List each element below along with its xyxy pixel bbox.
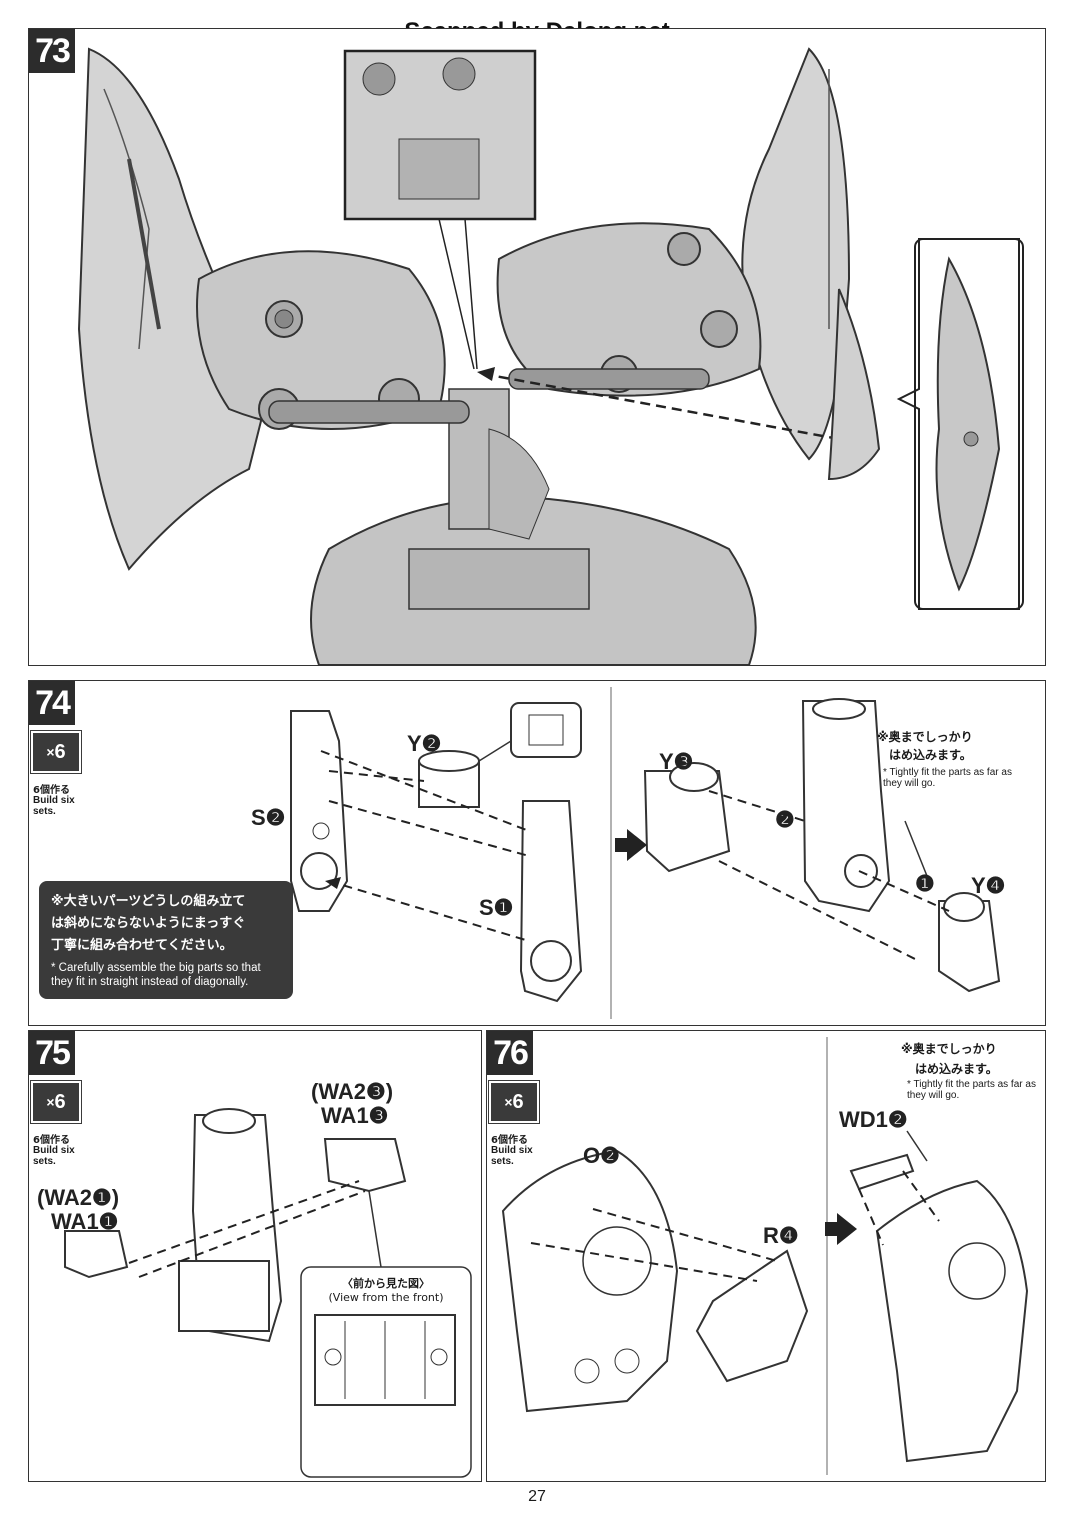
part-label-y4: Y❹ [971, 873, 1006, 898]
step-74-note-jp-2: はめ込みます。 [889, 748, 972, 762]
multiplier-prefix: × [46, 744, 55, 760]
part-label-wa2-1: (WA2❶) [37, 1185, 120, 1210]
step-75-panel: 75 ×6 6個作る Build six sets. (WA2❸) WA1❸ (… [28, 1030, 482, 1482]
step-76-illustration [501, 1037, 1029, 1475]
part-label-o2: O❷ [583, 1143, 620, 1168]
multiplier-value: 6 [54, 741, 66, 763]
multiplier-prefix: × [504, 1094, 513, 1110]
step-76-count-jp: 6個作る [491, 1135, 528, 1146]
part-label-s1: S❶ [479, 895, 514, 920]
page-number: 27 [528, 1488, 546, 1505]
order-label-2: ❷ [775, 807, 795, 832]
step-76-note-jp-1: ※奥までしっかり [901, 1042, 997, 1056]
step-74-note-jp-1: ※奥までしっかり [877, 730, 973, 744]
assembly-caution-box: ※大きいパーツどうしの組み立て は斜めにならないようにまっすぐ 丁寧に組み合わせ… [39, 881, 293, 999]
next-arrow-icon [837, 1213, 857, 1245]
step-76-note-jp-2: はめ込みます。 [915, 1062, 998, 1076]
step-75-count-en: Build six sets. [33, 1145, 75, 1167]
part-label-wa1-3: WA1❸ [321, 1103, 389, 1128]
step-76-note-en: * Tightly fit the parts as far as they w… [907, 1079, 1036, 1101]
step-74-illustration [290, 687, 1001, 1019]
step-76-panel: 76 ×6 6個作る Build six sets. O❷ R❹ WD1❷ ※奥… [486, 1030, 1046, 1482]
step-74-multiplier: ×6 [30, 730, 82, 774]
next-arrow-icon [627, 829, 647, 861]
step-73-panel: 73 [28, 28, 1046, 666]
caution-jp-line-1: ※大きいパーツどうしの組み立て [51, 894, 246, 909]
multiplier-prefix: × [46, 1094, 55, 1110]
step-74-count-en: Build six sets. [33, 795, 75, 817]
caution-en: * Carefully assemble the big parts so th… [51, 962, 261, 988]
step-76-number: 76 [487, 1031, 533, 1075]
step-76-count-en: Build six sets. [491, 1145, 533, 1167]
step-74-note-en: * Tightly fit the parts as far as they w… [883, 767, 1012, 789]
step-75-multiplier: ×6 [30, 1080, 82, 1124]
front-view-label-en: (View from the front) [328, 1291, 444, 1304]
part-label-r4: R❹ [763, 1223, 799, 1248]
step-76-multiplier: ×6 [488, 1080, 540, 1124]
step-73-illustration [77, 47, 1024, 665]
multiplier-value: 6 [512, 1091, 524, 1113]
part-label-wa1-1: WA1❶ [51, 1209, 119, 1234]
part-label-y2: Y❷ [407, 731, 442, 756]
part-label-wd1-2: WD1❷ [839, 1107, 908, 1132]
step-75-number: 75 [29, 1031, 75, 1075]
caution-jp-line-3: 丁寧に組み合わせてください。 [51, 938, 233, 953]
step-75-illustration [64, 1108, 472, 1478]
part-label-wa2-3: (WA2❸) [311, 1079, 394, 1104]
next-arrow-stem [825, 1222, 837, 1236]
multiplier-value: 6 [54, 1091, 66, 1113]
step-74-count-jp: 6個作る [33, 785, 70, 796]
step-74-number: 74 [29, 681, 75, 725]
caution-jp-line-2: は斜めにならないようにまっすぐ [51, 916, 246, 931]
part-label-y3: Y❸ [659, 749, 694, 774]
step-73-number: 73 [29, 29, 75, 73]
part-label-s2: S❷ [251, 805, 286, 830]
step-75-count-jp: 6個作る [33, 1135, 70, 1146]
step-74-panel: 74 ×6 6個作る Build six sets. ※大きいパーツどうしの組み… [28, 680, 1046, 1026]
order-label-1: ❶ [915, 871, 935, 896]
front-view-label-jp: 〈前から見た図〉 [342, 1277, 430, 1290]
next-arrow-stem [615, 838, 627, 852]
